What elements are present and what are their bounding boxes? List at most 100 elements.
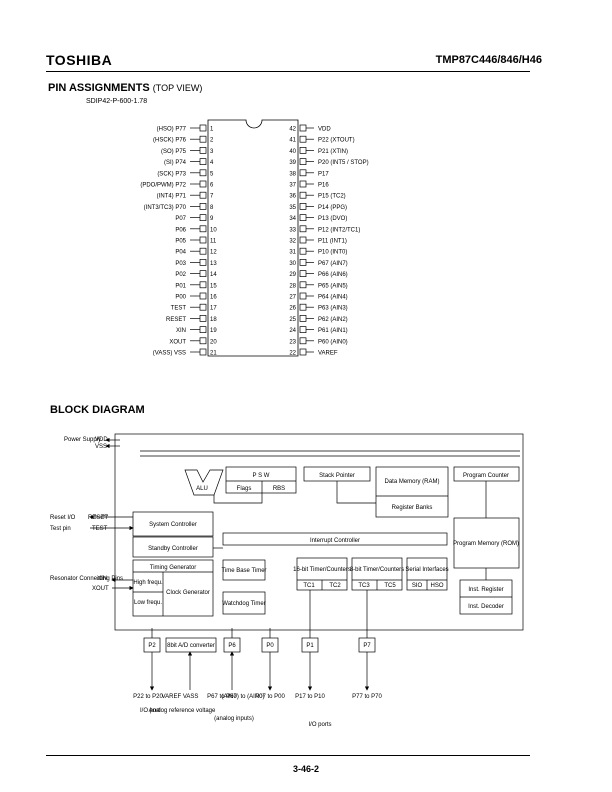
rbs-label: RBS (273, 486, 285, 492)
pin-label: VDD (318, 127, 331, 133)
pin-terminal (299, 191, 307, 199)
pin-label: VAREF (318, 351, 338, 357)
io-port-label: I/O port (140, 708, 160, 714)
pin-terminal (199, 270, 207, 277)
pin-terminal (299, 337, 307, 345)
pin-terminal (199, 292, 207, 300)
pin-number: 3 (210, 149, 214, 155)
pin-terminal (299, 292, 307, 300)
stack-pointer-label: Stack Pointer (319, 473, 355, 479)
package-name: SDIP42-P-600-1.78 (86, 98, 148, 105)
pin-terminal (199, 326, 207, 333)
watchdog-timer-label: Watchdog Timer (222, 601, 265, 607)
pin-label: P64 (AIN4) (318, 295, 348, 301)
low-frequ-label: Low frequ. (134, 600, 162, 606)
pin-number: 29 (289, 272, 296, 278)
pin-number: 1 (210, 127, 214, 133)
pin-number: 37 (289, 183, 296, 189)
part-number: TMP87C446/846/H46 (435, 54, 542, 66)
serial-label: Serial Interfaces (405, 567, 448, 573)
pin-terminal (299, 135, 307, 143)
pin-number: 6 (210, 183, 214, 189)
header-rule (46, 71, 530, 72)
pin-label: P67 (AIN7) (318, 261, 348, 267)
pin-label: P15 (TC2) (318, 194, 346, 200)
pin-terminal (299, 180, 307, 188)
reset-io-label: Reset I/O (50, 515, 76, 521)
timer16-label: 16-bit Timer/Counters (293, 567, 351, 573)
pin-number: 28 (289, 283, 296, 289)
pin-label: XIN (176, 328, 186, 334)
pin-label: P16 (318, 183, 329, 189)
pin-terminal (199, 348, 207, 356)
pin-number: 17 (210, 306, 217, 312)
pin-number: 22 (289, 351, 296, 357)
pin-terminal (299, 303, 307, 311)
pin-label: P22 (XTOUT) (318, 138, 355, 144)
pin-number: 36 (289, 194, 296, 200)
pin-label: (HSCK) P76 (153, 138, 187, 144)
psw-box (225, 466, 297, 494)
pin-terminal (299, 236, 307, 244)
pin-number: 26 (289, 306, 296, 312)
pin-terminal (199, 281, 207, 289)
pin-label: P01 (175, 283, 186, 289)
footer-rule (46, 755, 530, 756)
p6-label: P6 (228, 643, 236, 649)
pin-number: 5 (210, 171, 214, 177)
pin-terminal (199, 180, 207, 188)
test-pin-label: Test pin (50, 526, 71, 532)
pin-number: 13 (210, 261, 217, 267)
pin-terminal (199, 247, 207, 255)
pin-number: 15 (210, 283, 217, 289)
pin-label: P65 (AIN5) (318, 283, 348, 289)
pin-terminal (199, 147, 207, 154)
pin-terminal (199, 225, 207, 233)
interrupt-controller-label: Interrupt Controller (310, 538, 360, 544)
pin-number: 2 (210, 138, 214, 144)
pin-label: (INT4) P71 (157, 194, 187, 200)
psw-label: P S W (253, 473, 270, 479)
io-ports-label: I/O ports (308, 722, 331, 728)
p0-label: P0 (266, 643, 274, 649)
register-banks-label: Register Banks (392, 505, 433, 511)
pin-label: (VASS) VSS (153, 351, 186, 357)
pin-label: P03 (175, 261, 186, 267)
block-diagram: ALU P S W Flags RBS Stack Pointer Data M… (50, 433, 524, 728)
pin-terminal (199, 124, 207, 132)
pin-label: P17 (318, 171, 329, 177)
tc3-label: TC3 (358, 583, 370, 589)
pin-terminal (299, 214, 307, 221)
pin-label: (SO) P75 (161, 149, 187, 155)
p2-pins-label: P22 to P20 (133, 694, 163, 700)
pin-label: P02 (175, 272, 186, 278)
pin-number: 25 (289, 317, 296, 323)
pin-terminal (299, 203, 307, 210)
pin-number: 4 (210, 160, 214, 166)
pin-terminal (199, 191, 207, 199)
timer8-label: 8-bit Timer/Counters (350, 567, 404, 573)
brand-logo: TOSHIBA (46, 52, 113, 68)
pin-terminal (299, 158, 307, 165)
vref-pins-label: VAREF VASS (162, 694, 199, 700)
p7-label: P7 (363, 643, 371, 649)
pin-number: 14 (210, 272, 217, 278)
p1-pins-label: P17 to P10 (295, 694, 325, 700)
pin-terminal (299, 247, 307, 255)
pin-number: 41 (289, 138, 296, 144)
p1-label: P1 (306, 643, 314, 649)
power-supply-label: Power Supply (64, 437, 101, 443)
pin-terminal (199, 315, 207, 322)
pin-label: P66 (AIN6) (318, 272, 348, 278)
pin-label: P12 (INT2/TC1) (318, 227, 360, 233)
pin-terminal (299, 124, 307, 132)
pin-label: P05 (175, 239, 186, 245)
pin-terminal (199, 337, 207, 345)
pin-terminal (199, 214, 207, 221)
pin-label: P20 (INT5 / STOP) (318, 160, 369, 166)
pin-terminal (299, 348, 307, 356)
p0-pins-label: P07 to P00 (255, 694, 285, 700)
